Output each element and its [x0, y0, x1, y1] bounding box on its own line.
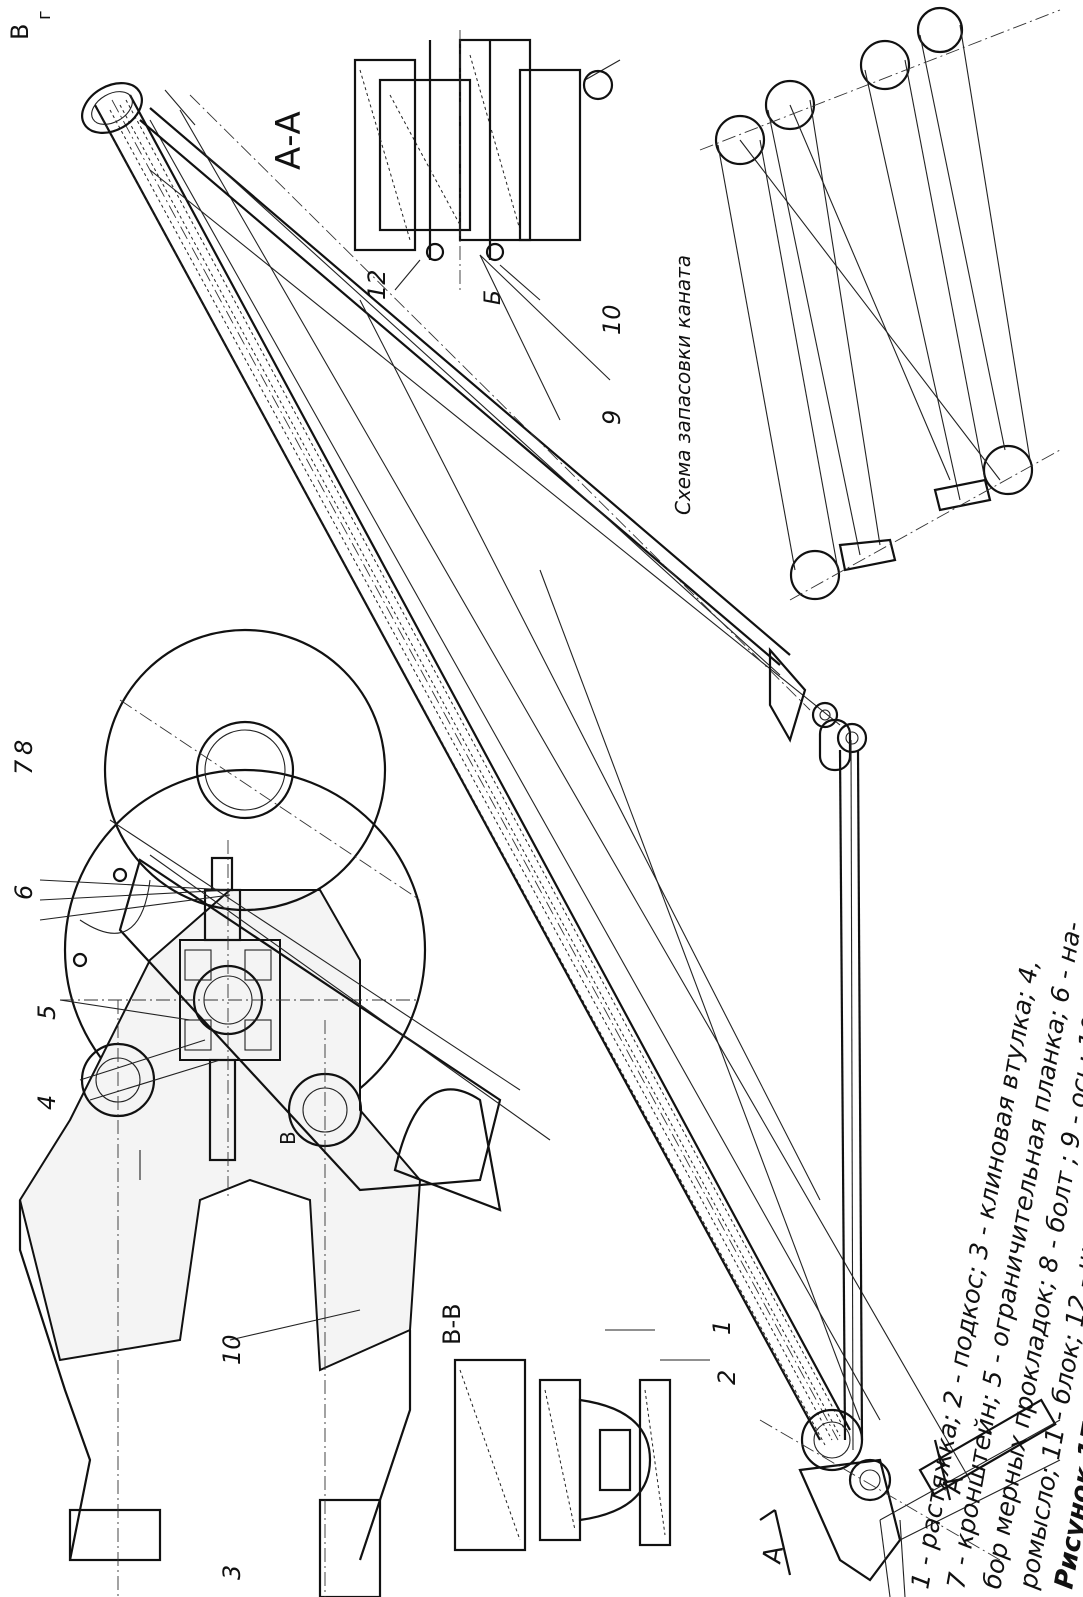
section-r-mark: г — [34, 11, 55, 20]
section-aa-detail — [353, 30, 621, 290]
strut-rods — [139, 94, 868, 772]
top-sheave — [81, 82, 196, 134]
boom-stay-ropes — [94, 94, 971, 1481]
rope-reeving-scheme — [699, 6, 1061, 601]
rocker-bracket-detail — [18, 768, 427, 1597]
part-number-1: 1 — [708, 1320, 736, 1335]
eccentric-wheel — [72, 628, 551, 1212]
section-vv-title: В-В — [438, 1303, 466, 1345]
section-b-mark: Б — [481, 290, 506, 305]
section-v-mark-top: В — [6, 24, 34, 40]
section-v-mark-bottom: В — [276, 1131, 300, 1145]
part-number-4: 4 — [33, 1095, 61, 1110]
section-a-label-right: А — [937, 1473, 970, 1496]
figure-caption: 1 - растяжка; 2 - подкос; 3 - клиновая в… — [905, 919, 1083, 1592]
part-number-10-section: 10 — [598, 304, 626, 335]
leader-lines — [39, 254, 710, 1361]
part-number-6: 6 — [10, 885, 38, 900]
part-number-8: 8 — [10, 740, 38, 755]
section-vv-detail — [453, 1358, 672, 1552]
rope-scheme-title: Схема запасовки каната — [671, 255, 695, 515]
part-number-2: 2 — [713, 1370, 741, 1385]
section-labels: А-А В-В Схема запасовки каната В г В Б — [6, 11, 695, 1345]
part-number-3: 3 — [218, 1565, 246, 1580]
part-number-5: 5 — [33, 1005, 61, 1020]
bottom-connection-assembly — [759, 1398, 1061, 1597]
part-number-10-rocker: 10 — [218, 1334, 246, 1365]
part-number-9: 9 — [598, 410, 626, 425]
section-aa-title: А-А — [269, 111, 309, 170]
part-number-labels: 1 2 3 4 5 6 7 8 9 10 10 12 — [10, 269, 741, 1580]
section-a-label-left: А — [757, 1543, 790, 1566]
vertical-rod — [359, 299, 864, 1451]
part-number-7: 7 — [10, 759, 38, 775]
part-number-12: 12 — [363, 269, 391, 300]
section-a-bottom-mark: А А — [757, 1439, 970, 1576]
